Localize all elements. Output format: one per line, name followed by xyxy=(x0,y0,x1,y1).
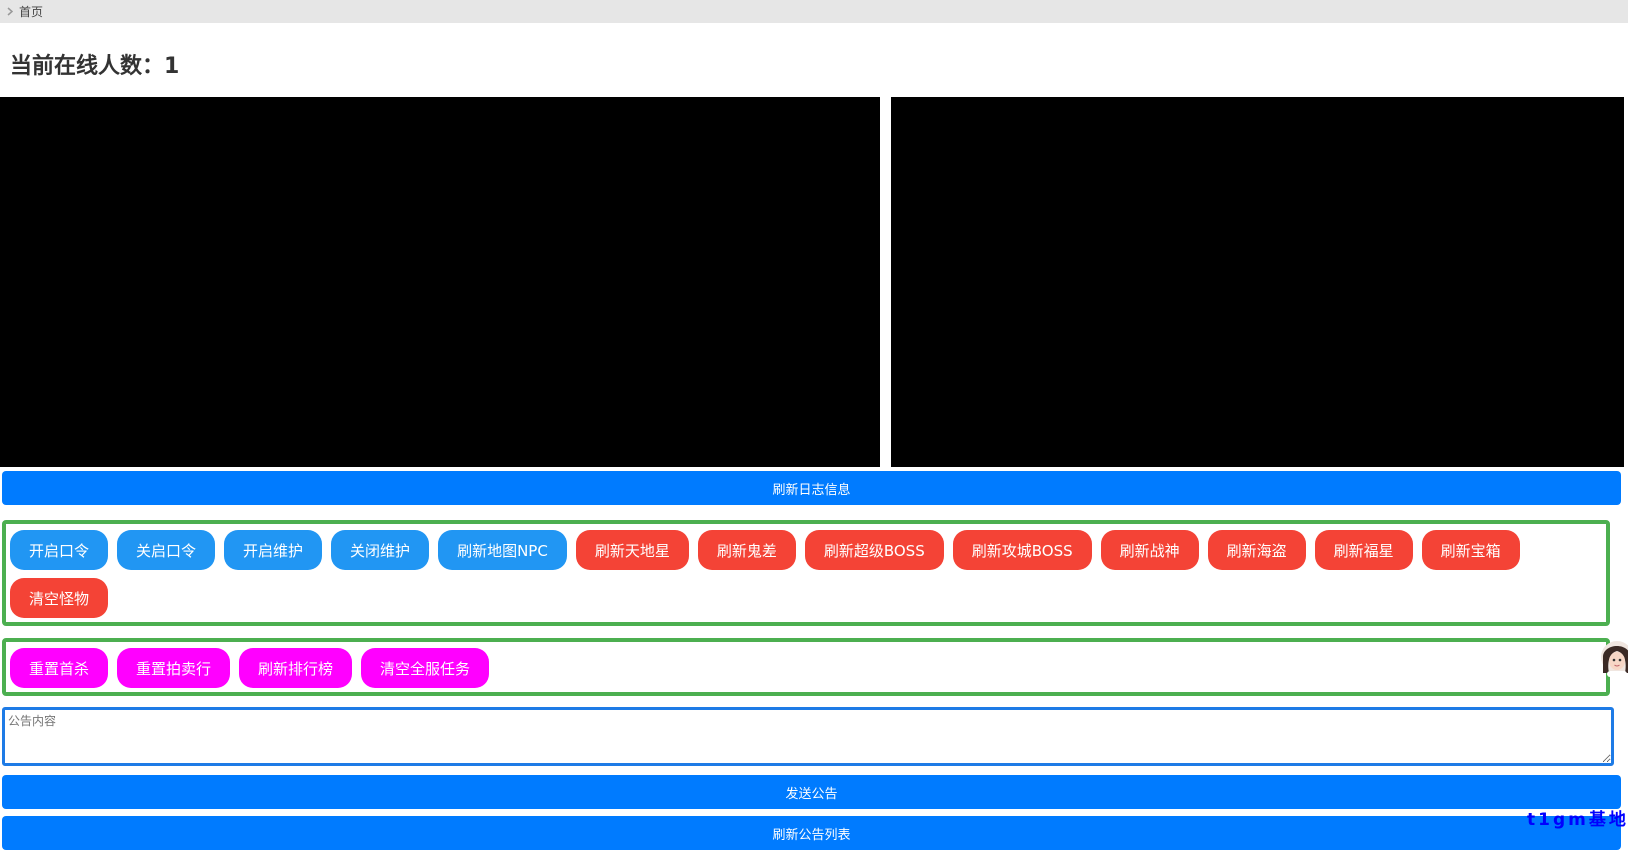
group1-button-5[interactable]: 刷新地图NPC xyxy=(438,530,567,570)
group2-button-2[interactable]: 重置拍卖行 xyxy=(117,648,231,688)
bottom-action-button[interactable]: 刷新公告列表 xyxy=(2,816,1621,850)
chevron-right-icon xyxy=(6,7,14,17)
group1-button-1[interactable]: 开启口令 xyxy=(10,530,109,570)
watermark-text: t1gm基地 xyxy=(1527,810,1628,830)
group2-button-1[interactable]: 重置首杀 xyxy=(10,648,109,688)
group2-button-3[interactable]: 刷新排行榜 xyxy=(239,648,353,688)
log-panel-right[interactable] xyxy=(891,97,1624,467)
group1-button-11[interactable]: 刷新海盗 xyxy=(1207,530,1306,570)
group1-button-9[interactable]: 刷新攻城BOSS xyxy=(952,530,1092,570)
assistant-avatar-icon[interactable] xyxy=(1597,637,1628,677)
group1-button-6[interactable]: 刷新天地星 xyxy=(575,530,689,570)
breadcrumb: 首页 xyxy=(0,0,1628,23)
group1-button-13[interactable]: 刷新宝箱 xyxy=(1421,530,1520,570)
notice-textarea[interactable] xyxy=(2,707,1614,766)
group1-button-3[interactable]: 开启维护 xyxy=(224,530,323,570)
breadcrumb-home[interactable]: 首页 xyxy=(19,5,44,19)
send-notice-button[interactable]: 发送公告 xyxy=(2,775,1621,809)
group2-button-4[interactable]: 清空全服任务 xyxy=(361,648,490,688)
reset-button-group: 重置首杀重置拍卖行刷新排行榜清空全服任务 xyxy=(2,638,1610,696)
group1-button-7[interactable]: 刷新鬼差 xyxy=(697,530,796,570)
refresh-log-button[interactable]: 刷新日志信息 xyxy=(2,471,1621,505)
group1-button-2[interactable]: 关启口令 xyxy=(117,530,216,570)
group1-button-10[interactable]: 刷新战神 xyxy=(1100,530,1199,570)
group1-button-14[interactable]: 清空怪物 xyxy=(10,578,109,618)
page-title: 当前在线人数：1 xyxy=(10,54,180,79)
group1-button-4[interactable]: 关闭维护 xyxy=(331,530,430,570)
group1-button-12[interactable]: 刷新福星 xyxy=(1314,530,1413,570)
log-panel-left[interactable] xyxy=(0,97,880,467)
group1-button-8[interactable]: 刷新超级BOSS xyxy=(804,530,944,570)
